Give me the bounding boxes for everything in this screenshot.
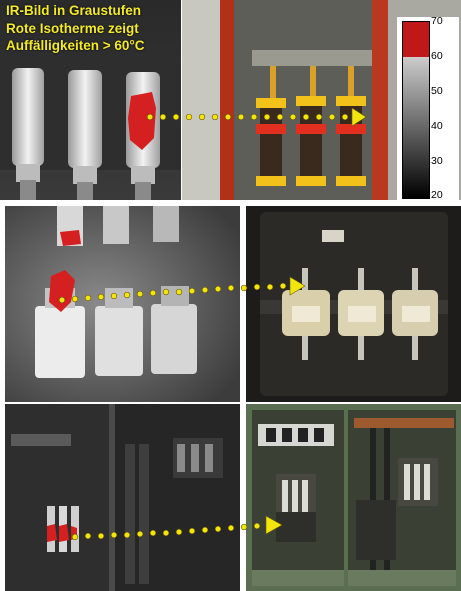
caption: IR-Bild in Graustufen Rote Isotherme zei… — [6, 2, 181, 55]
scale-tick-40: 40 — [431, 120, 443, 132]
scale-tick-70: 70 — [431, 15, 443, 27]
photo-fuse-middle — [246, 206, 461, 402]
scale-tick-60: 60 — [431, 50, 443, 62]
ir-image-fuse-top: IR-Bild in Graustufen Rote Isotherme zei… — [0, 0, 181, 200]
scale-gradient — [402, 21, 430, 199]
temperature-scale: 70 60 50 40 30 20 — [397, 15, 459, 201]
caption-line-2: Rote Isotherme zeigt — [6, 20, 139, 36]
caption-line-3: Auffälligkeiten > 60°C — [6, 38, 145, 53]
hotspot-isotherm — [128, 92, 156, 150]
ir-image-fuse-middle — [5, 206, 240, 402]
scale-tick-50: 50 — [431, 85, 443, 97]
isotherm-band — [403, 22, 429, 57]
ir-image-cabinet — [5, 404, 240, 591]
scale-tick-30: 30 — [431, 155, 443, 167]
scale-tick-20: 20 — [431, 189, 443, 201]
caption-line-1: IR-Bild in Graustufen — [6, 3, 141, 18]
photo-cabinet — [246, 404, 461, 591]
